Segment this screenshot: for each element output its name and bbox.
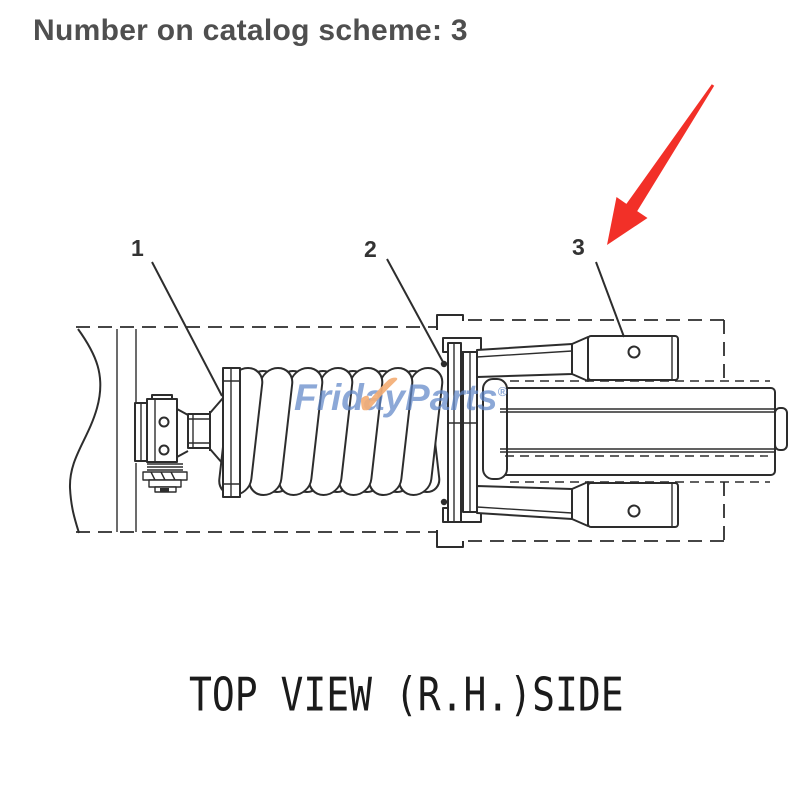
- bottom-bracket-hole: [627, 504, 641, 518]
- watermark-text-suffix: Parts: [405, 377, 498, 418]
- watermark-text-prefix: Frida: [294, 377, 385, 418]
- phantom-frame-outline: [76, 319, 725, 542]
- cylinder-body: [482, 378, 788, 480]
- leader-line-3: [595, 261, 625, 338]
- top-bracket: [476, 335, 679, 382]
- recoil-spring: [218, 367, 444, 496]
- callout-1-label: 1: [131, 235, 144, 261]
- view-caption: TOP VIEW (R.H.)SIDE: [189, 668, 624, 722]
- break-line: [68, 328, 102, 534]
- spring-front-plate: [222, 367, 241, 498]
- top-bracket-hole: [627, 345, 641, 359]
- callouts: 1 2 3: [131, 234, 625, 397]
- watermark: FridayParts® ✓: [294, 363, 508, 428]
- registered-mark: ®: [497, 384, 508, 399]
- yoke-assembly: [134, 394, 224, 465]
- callout-3-label: 3: [572, 234, 585, 260]
- spring-rear-retainer: [440, 337, 482, 523]
- hidden-lines: [510, 380, 770, 483]
- frame-solid-edges: [68, 314, 464, 548]
- bottom-bracket: [476, 481, 679, 528]
- page-title: Number on catalog scheme: 3: [33, 14, 468, 47]
- callout-2-label: 2: [364, 236, 377, 262]
- leader-line-1: [151, 261, 223, 397]
- highlight-arrow-icon: [607, 84, 715, 245]
- grease-fitting: [142, 463, 188, 493]
- leader-line-2: [386, 258, 444, 363]
- watermark-letter-y: y: [384, 377, 406, 418]
